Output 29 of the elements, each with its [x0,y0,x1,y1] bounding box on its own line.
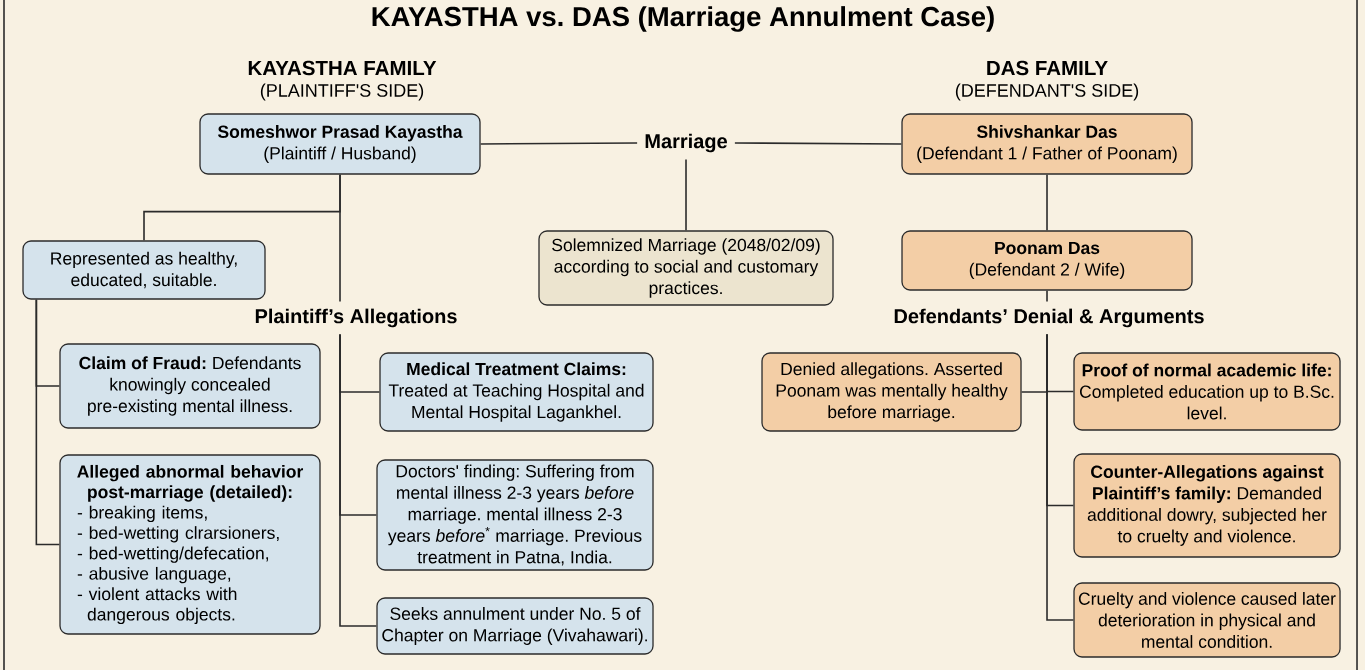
claim-box: Medical Treatment Claims: Treated at Teaching Hospital and Mental Hospital Lagankhel. [379,352,654,432]
connector-line [1046,333,1075,621]
connector-line [1046,173,1048,232]
claim-box: Represented as healthy, educated, suitable. [22,240,266,300]
argument-box: Proof of normal academic life: Completed education up to B.Sc. level. [1073,352,1341,431]
section-heading: Defendants’ Denial & Arguments [894,308,1204,328]
connector-line [1046,289,1048,303]
claim-box: Alleged abnormal behavior post-marriage (detailed): - breaking items, - bed-wetting clrarsioners, - bed-wetting/defecation, - abusive language, - violent attacks with dangerous objects. [59,454,321,635]
section-heading: Plaintiff’s Allegations [255,308,457,328]
column-heading: KAYASTHA FAMILY [248,60,437,76]
argument-box: Counter-Allegations against Plaintiff’s family: Demanded additional dowry, subjected her to cruelty and violence. [1073,453,1341,558]
argument-box: Cruelty and violence caused later deterioration in physical and mental condition. [1073,582,1341,658]
junction-label: Marriage [645,133,727,153]
title: KAYASTHA vs. DAS (Marriage Annulment Case) [372,6,994,32]
person-box: Someshwor Prasad Kayastha (Plaintiff / Husband) [199,113,481,175]
connector-line [734,142,903,145]
connector-line [339,333,378,627]
connector-line [339,173,341,303]
event-box: Solemnized Marriage (2048/02/09) according to social and customary practices. [538,230,834,306]
person-box: Shivshankar Das (Defendant 1 / Father of Poonam) [901,113,1193,175]
connector-line [479,142,638,145]
claim-box: Claim of Fraud: Defendants knowingly concealed pre-existing mental illness. [59,343,321,429]
column-heading: DAS FAMILY [987,60,1108,76]
connector-line [35,298,61,546]
person-box: Poonam Das (Defendant 2 / Wife) [901,230,1193,291]
claim-box: Seeks annulment under No. 5 of Chapter on Marriage (Vivahawari). [376,597,654,655]
connector-line [685,158,687,232]
claim-box: Doctors' finding: Suffering from mental illness 2-3 years before marriage. mental illness 2-3 years before$^{*}$ marriage. Previous treatment in Patna, India. [376,459,654,571]
argument-box: Denied allegations. Asserted Poonam was mentally healthy before marriage. [761,352,1022,432]
